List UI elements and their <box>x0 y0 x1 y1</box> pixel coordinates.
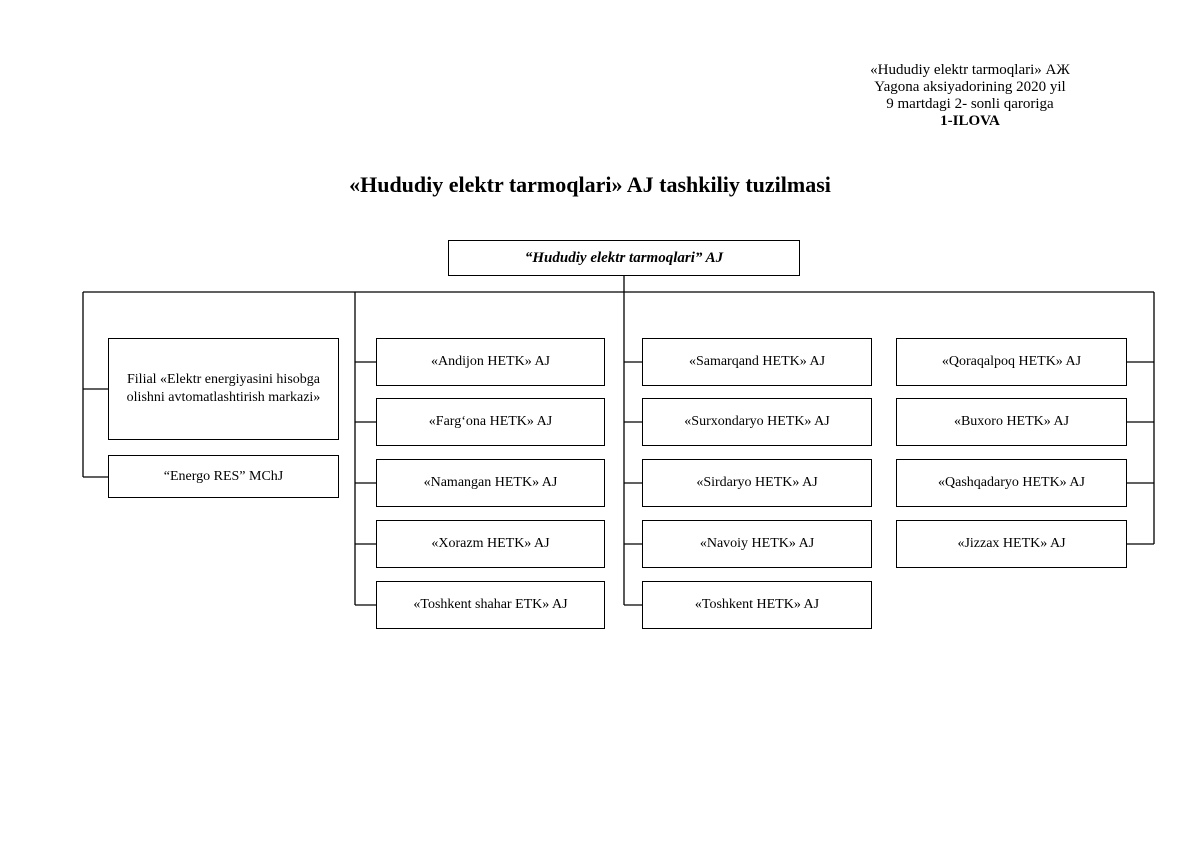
approval-note-line-2: Yagona aksiyadorining 2020 yil <box>874 79 1066 95</box>
org-box-col1-2: “Energo RES” MChJ <box>108 455 339 498</box>
org-box-col2-3: «Namangan HETK» AJ <box>376 459 605 507</box>
org-box-col4-2: «Buxoro HETK» AJ <box>896 398 1127 446</box>
org-box-col3-5: «Toshkent HETK» AJ <box>642 581 872 629</box>
org-box-col1-1: Filial «Elektr energiyasini hisobga olis… <box>108 338 339 440</box>
approval-note: «Hududiy elektr tarmoqlari» АЖ Yagona ak… <box>820 62 1120 130</box>
approval-note-line-1: «Hududiy elektr tarmoqlari» АЖ <box>870 62 1070 78</box>
org-box-col3-3: «Sirdaryo HETK» AJ <box>642 459 872 507</box>
org-box-col3-4: «Navoiy HETK» AJ <box>642 520 872 568</box>
org-root-box: “Hududiy elektr tarmoqlari” AJ <box>448 240 800 276</box>
approval-note-line-3: 9 martdagi 2- sonli qaroriga <box>886 96 1054 112</box>
org-box-col2-1: «Andijon HETK» AJ <box>376 338 605 386</box>
org-box-col4-3: «Qashqadaryo HETK» AJ <box>896 459 1127 507</box>
appendix-label: 1-ILOVA <box>940 113 1000 129</box>
page-title: «Hududiy elektr tarmoqlari» AJ tashkiliy… <box>349 172 831 197</box>
org-box-col3-1: «Samarqand HETK» AJ <box>642 338 872 386</box>
org-box-col2-2: «Farg‘ona HETK» AJ <box>376 398 605 446</box>
org-box-col3-2: «Surxondaryo HETK» AJ <box>642 398 872 446</box>
org-box-col2-4: «Xorazm HETK» AJ <box>376 520 605 568</box>
org-box-col2-5: «Toshkent shahar ETK» AJ <box>376 581 605 629</box>
org-box-col4-1: «Qoraqalpoq HETK» AJ <box>896 338 1127 386</box>
org-box-col4-4: «Jizzax HETK» AJ <box>896 520 1127 568</box>
